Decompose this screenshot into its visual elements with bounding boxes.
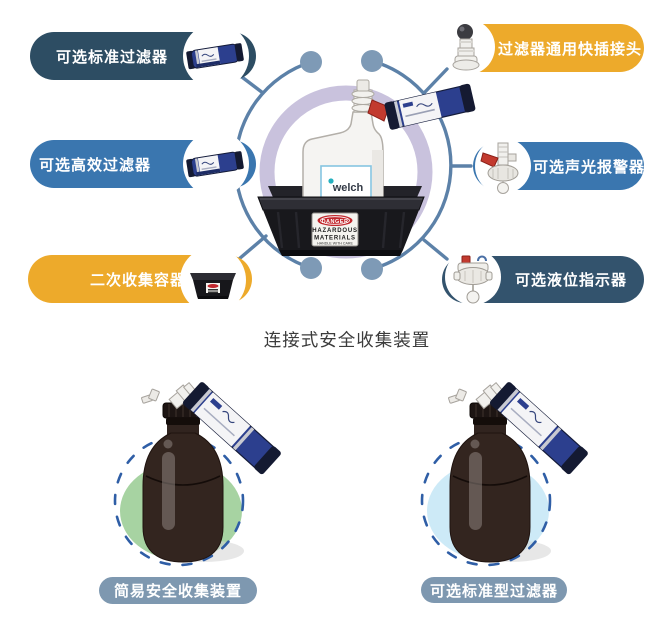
simple-collection-caption: 简易安全收集装置 <box>99 577 257 604</box>
standard-filter-caption: 可选标准型过滤器 <box>421 577 567 603</box>
connector-bottom-left <box>237 234 268 261</box>
label-secondary-container: 二次收集容器 <box>28 247 252 313</box>
filter-cartridge-icon <box>186 151 244 178</box>
label-standard-filter-text: 可选标准过滤器 <box>56 48 169 66</box>
label-quick-connector: 过滤器通用快插接头 <box>439 19 644 75</box>
level-indicator-image <box>445 249 501 305</box>
jug-neck-fittings <box>351 79 375 113</box>
quick-connect-icon <box>452 24 480 71</box>
standard-filter-image <box>183 23 249 89</box>
tray-icon <box>190 273 236 299</box>
label-secondary-container-text: 二次收集容器 <box>90 271 187 289</box>
label-level-indicator-text: 可选液位指示器 <box>515 272 628 289</box>
jug-brand-text: welch <box>332 182 364 194</box>
label-quick-connector-text: 过滤器通用快插接头 <box>498 40 643 58</box>
level-indicator-icon <box>453 255 493 304</box>
sound-light-alarm-icon <box>480 142 519 194</box>
danger-line3: HANDLE WITH CARE <box>317 242 353 246</box>
label-level-indicator: 可选液位指示器 <box>442 249 644 305</box>
simple-collection-unit <box>113 379 284 567</box>
hub-dots <box>300 50 383 280</box>
label-hepa-filter: 可选高效过滤器 <box>30 131 256 197</box>
danger-line2: MATERIALS <box>314 236 356 242</box>
danger-title: DANGER <box>322 219 349 225</box>
red-quick-connector <box>367 99 390 122</box>
connector-bottom-right <box>422 238 449 261</box>
filter-cartridge-icon <box>186 43 244 70</box>
label-hepa-filter-text: 可选高效过滤器 <box>39 156 152 174</box>
top-filter-cartridge <box>384 83 476 130</box>
danger-line1: HAZARDOUS <box>312 228 358 234</box>
label-standard-filter: 可选标准过滤器 <box>30 23 256 89</box>
secondary-container-image <box>180 247 246 313</box>
label-alarm: 可选声光报警器 <box>473 138 646 194</box>
danger-label: DANGER HAZARDOUS MATERIALS HANDLE WITH C… <box>311 212 359 247</box>
standard-filter-unit <box>420 379 591 567</box>
quick-connector-image <box>439 19 495 75</box>
secondary-tray: DANGER HAZARDOUS MATERIALS HANDLE WITH C… <box>257 196 425 256</box>
label-alarm-text: 可选声光报警器 <box>533 158 646 176</box>
connector-top-right <box>423 67 449 94</box>
top-diagram-caption: 连接式安全收集装置 <box>263 330 431 350</box>
hepa-filter-image <box>183 131 249 197</box>
alarm-image <box>475 138 531 194</box>
